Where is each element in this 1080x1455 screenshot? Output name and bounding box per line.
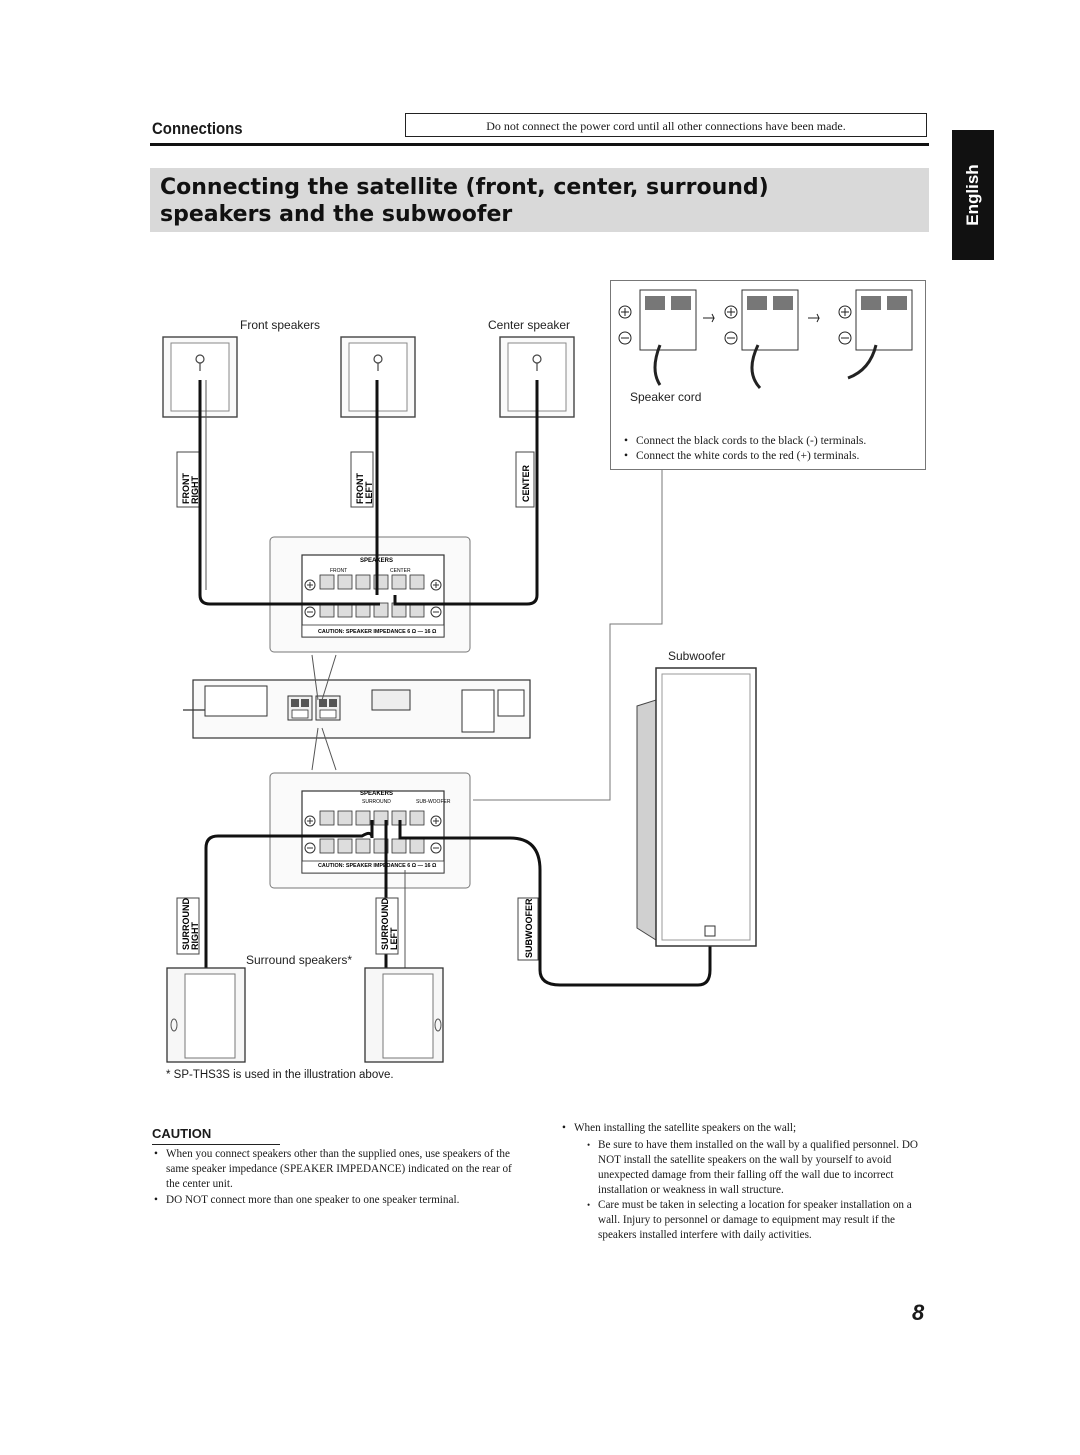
svg-text:CENTER: CENTER — [521, 464, 531, 502]
svg-text:RIGHT: RIGHT — [190, 922, 200, 951]
cable-tag-subwoofer: SUBWOOFER — [517, 897, 539, 961]
center-speaker-label: Center speaker — [488, 318, 571, 332]
subwoofer — [636, 667, 757, 947]
section-label: Connections — [152, 119, 243, 138]
svg-text:LEFT: LEFT — [389, 927, 399, 950]
svg-text:LEFT: LEFT — [364, 481, 374, 504]
cable-tag-front-right: FRONT RIGHT — [176, 451, 200, 508]
cable-tag-surround-right: SURROUND RIGHT — [176, 897, 200, 955]
illustration-footnote: * SP-THS3S is used in the illustration a… — [166, 1069, 394, 1081]
page-number: 8 — [912, 1300, 925, 1325]
cable-tag-center: CENTER — [515, 451, 535, 508]
svg-text:SURROUND: SURROUND — [181, 897, 191, 950]
svg-text:FRONT: FRONT — [355, 473, 365, 504]
surround-left-speaker — [364, 967, 444, 1063]
svg-text:CENTER: CENTER — [390, 568, 411, 574]
polarity-inset-frame — [610, 280, 926, 470]
language-tab: English — [952, 130, 994, 260]
svg-text:SUBWOOFER: SUBWOOFER — [524, 898, 534, 958]
list-item: Be sure to have them installed on the wa… — [574, 1138, 932, 1198]
cable-tag-front-left: FRONT LEFT — [350, 451, 374, 508]
power-cord-note: Do not connect the power cord until all … — [405, 113, 927, 137]
impedance-caution-lower: CAUTION: SPEAKER IMPEDANCE 6 Ω — 16 Ω — [318, 863, 437, 869]
header-divider — [150, 143, 929, 146]
list-item: When installing the satellite speakers o… — [560, 1121, 932, 1243]
polarity-notes: Connect the black cords to the black (-)… — [622, 434, 922, 464]
caution-heading: CAUTION — [152, 1126, 280, 1145]
list-item: DO NOT connect more than one speaker to … — [152, 1193, 527, 1208]
list-item: Care must be taken in selecting a locati… — [574, 1198, 932, 1243]
surround-right-speaker — [166, 967, 246, 1063]
caution-list: When you connect speakers other than the… — [152, 1147, 527, 1209]
front-speakers-label: Front speakers — [240, 318, 321, 332]
svg-text:FRONT: FRONT — [181, 473, 191, 504]
impedance-caution-upper: CAUTION: SPEAKER IMPEDANCE 6 Ω — 16 Ω — [318, 629, 437, 635]
page-title: Connecting the satellite (front, center,… — [150, 168, 929, 232]
polarity-illustration — [618, 289, 913, 390]
wall-installation-notes: When installing the satellite speakers o… — [560, 1121, 932, 1243]
page-title-line-1: Connecting the satellite (front, center,… — [160, 175, 769, 200]
list-item: When you connect speakers other than the… — [152, 1147, 527, 1192]
surround-speakers-label: Surround speakers* — [246, 953, 353, 967]
svg-text:FRONT: FRONT — [330, 568, 347, 574]
page-title-line-2: speakers and the subwoofer — [160, 202, 513, 227]
list-item: Connect the black cords to the black (-)… — [622, 434, 922, 449]
subwoofer-label: Subwoofer — [668, 649, 726, 663]
svg-text:RIGHT: RIGHT — [190, 476, 200, 505]
list-item: Connect the white cords to the red (+) t… — [622, 449, 922, 464]
svg-text:SURROUND: SURROUND — [362, 799, 391, 805]
svg-text:SURROUND: SURROUND — [380, 897, 390, 950]
svg-text:SPEAKERS: SPEAKERS — [360, 791, 393, 797]
speaker-cord-label: Speaker cord — [630, 390, 702, 404]
center-unit-rear — [183, 679, 531, 739]
wall-notes-intro: When installing the satellite speakers o… — [574, 1122, 797, 1134]
svg-text:SUB-WOOFER: SUB-WOOFER — [416, 799, 451, 805]
cable-tag-surround-left: SURROUND LEFT — [375, 897, 399, 955]
